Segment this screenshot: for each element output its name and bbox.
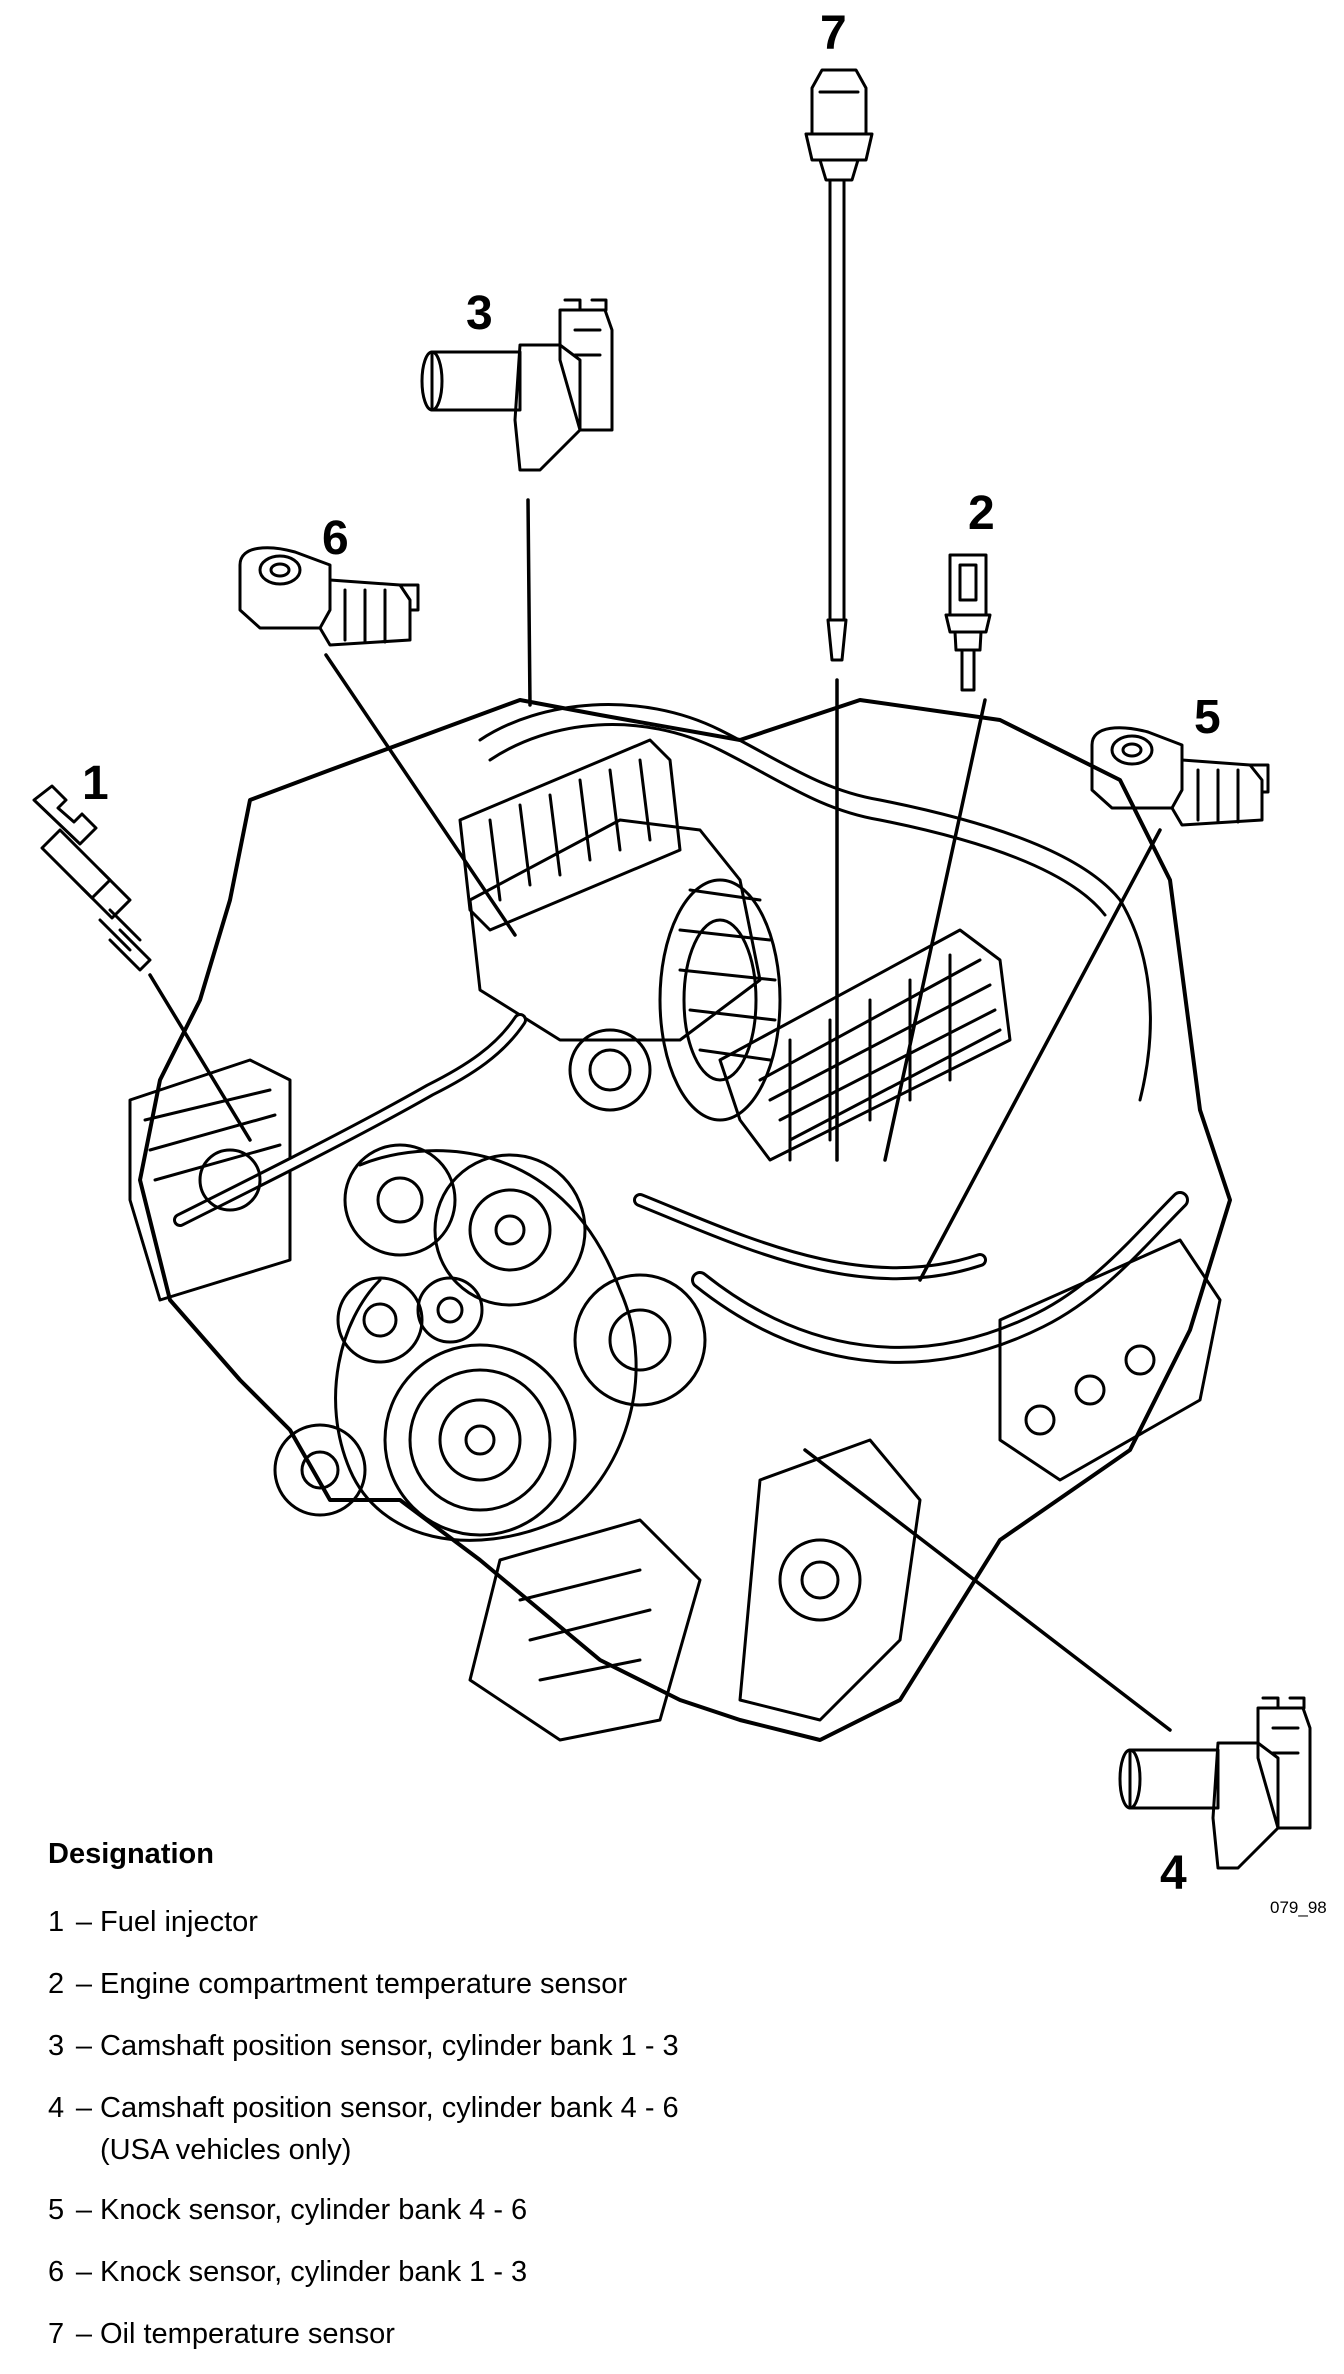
- leader-lines: [148, 498, 1172, 1732]
- engine-block: [128, 698, 1232, 1742]
- legend-text: Camshaft position sensor, cylinder bank …: [100, 2092, 679, 2124]
- designation-title: Designation: [48, 1838, 214, 1870]
- leader-line-3: [526, 498, 532, 707]
- legend-text: Engine compartment temperature sensor: [100, 1968, 628, 2000]
- legend-number: 6: [48, 2256, 65, 2288]
- figure-reference: 079_98: [1270, 1898, 1327, 1917]
- legend-item: 1–Fuel injector: [48, 1900, 1248, 1944]
- knock-sensor-bank-4-6-icon: [1090, 726, 1270, 827]
- legend-number: 1: [48, 1906, 65, 1938]
- callout-5: 5: [1194, 691, 1221, 744]
- leader-line-5: [918, 828, 1162, 1282]
- legend-text: Fuel injector: [100, 1906, 258, 1938]
- legend-text-continuation: (USA vehicles only): [100, 2134, 352, 2166]
- callout-7: 7: [820, 7, 847, 60]
- legend-number: 3: [48, 2030, 65, 2062]
- knock-sensor-bank-1-3-icon: [238, 546, 420, 647]
- legend-item: 5–Knock sensor, cylinder bank 4 - 6: [48, 2188, 1248, 2232]
- leader-line-6: [324, 653, 517, 937]
- legend-number: 5: [48, 2194, 65, 2226]
- legend-number: 4: [48, 2092, 65, 2124]
- engine-compartment-temperature-sensor-icon: [944, 553, 992, 692]
- legend-text: Oil temperature sensor: [100, 2318, 395, 2350]
- callout-1: 1: [82, 757, 109, 810]
- legend-item: 4–Camshaft position sensor, cylinder ban…: [48, 2086, 1248, 2170]
- callout-2: 2: [968, 487, 995, 540]
- leader-line-2: [883, 698, 987, 1162]
- oil-temperature-sensor-icon: [804, 68, 874, 662]
- camshaft-position-sensor-bank-1-3-icon: [420, 298, 614, 472]
- designation-list: 1–Fuel injector 2–Engine compartment tem…: [48, 1900, 1248, 2374]
- legend-item: 6–Knock sensor, cylinder bank 1 - 3: [48, 2250, 1248, 2294]
- legend-text: Knock sensor, cylinder bank 4 - 6: [100, 2194, 528, 2226]
- callout-4: 4: [1160, 1847, 1187, 1900]
- leader-line-1: [148, 973, 252, 1142]
- leader-line-4: [803, 1448, 1172, 1732]
- callout-3: 3: [466, 287, 493, 340]
- legend-item: 7–Oil temperature sensor: [48, 2312, 1248, 2356]
- camshaft-position-sensor-bank-4-6-icon: [1118, 1696, 1312, 1870]
- fuel-injector-icon: [32, 784, 152, 972]
- legend-text: Knock sensor, cylinder bank 1 - 3: [100, 2256, 528, 2288]
- legend-item: 3–Camshaft position sensor, cylinder ban…: [48, 2024, 1248, 2068]
- callout-6: 6: [322, 512, 349, 565]
- legend-number: 7: [48, 2318, 65, 2350]
- legend-text: Camshaft position sensor, cylinder bank …: [100, 2030, 679, 2062]
- engine-sensor-diagram: [32, 68, 1312, 1870]
- legend-number: 2: [48, 1968, 65, 2000]
- legend-item: 2–Engine compartment temperature sensor: [48, 1962, 1248, 2006]
